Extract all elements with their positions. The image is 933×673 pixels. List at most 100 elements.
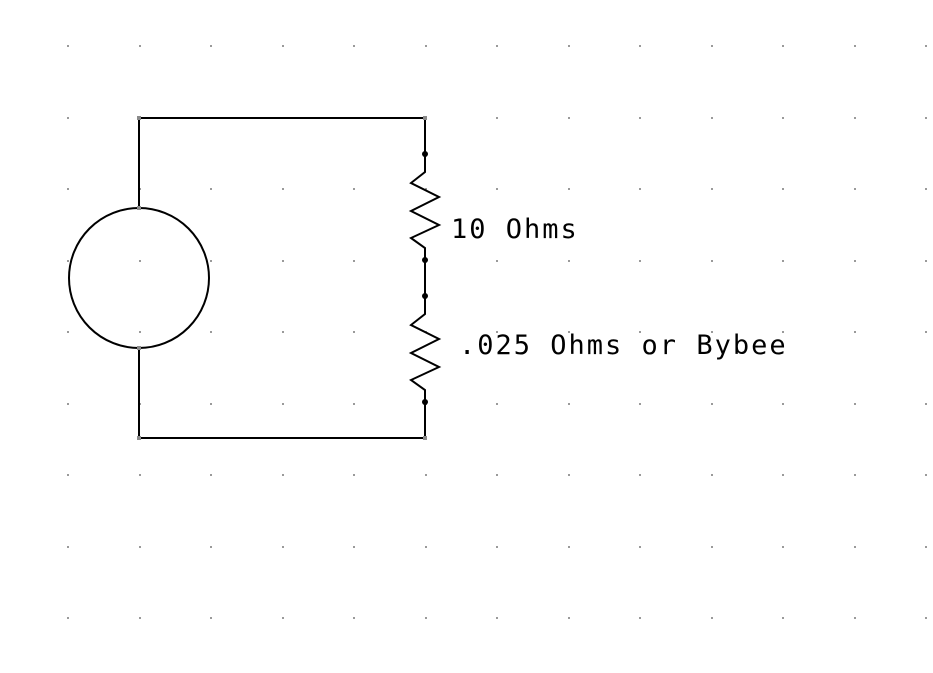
- corner-top-left: [137, 116, 141, 120]
- grid-dot: [711, 117, 713, 119]
- grid-dot: [925, 188, 927, 190]
- grid-dot: [139, 474, 141, 476]
- grid-dot: [925, 117, 927, 119]
- grid-dot: [568, 474, 570, 476]
- grid-dot: [854, 188, 856, 190]
- grid-dot: [282, 546, 284, 548]
- grid-dot: [782, 260, 784, 262]
- grid-dot: [282, 188, 284, 190]
- grid-dot: [282, 617, 284, 619]
- grid-dot: [782, 331, 784, 333]
- grid-dot: [425, 474, 427, 476]
- resistor-top[interactable]: 10 Ohms: [408, 151, 579, 263]
- voltage-source-circle-icon[interactable]: [68, 207, 210, 349]
- grid-dot: [210, 260, 212, 262]
- grid-dot: [353, 45, 355, 47]
- grid-dot: [639, 617, 641, 619]
- grid-dot: [67, 117, 69, 119]
- grid-dot: [639, 546, 641, 548]
- resistor-bottom-label: .025 Ohms or Bybee: [459, 330, 788, 361]
- resistor-zigzag-icon: [408, 296, 442, 402]
- grid-dot: [782, 188, 784, 190]
- resistor-top-pin-upper: [422, 151, 428, 157]
- grid-dot: [568, 117, 570, 119]
- grid-dot: [139, 45, 141, 47]
- grid-dot: [711, 260, 713, 262]
- grid-dot: [711, 45, 713, 47]
- grid-dot: [496, 117, 498, 119]
- grid-dot: [282, 474, 284, 476]
- grid-dot: [639, 117, 641, 119]
- grid-dot: [210, 403, 212, 405]
- corner-top-right: [423, 116, 427, 120]
- grid-dot: [639, 331, 641, 333]
- grid-dot: [496, 617, 498, 619]
- grid-dot: [782, 617, 784, 619]
- grid-dot: [139, 331, 141, 333]
- grid-dot: [210, 331, 212, 333]
- grid-dot: [925, 403, 927, 405]
- grid-dot: [282, 403, 284, 405]
- grid-dot: [925, 474, 927, 476]
- grid-dot: [139, 260, 141, 262]
- grid-dot: [425, 188, 427, 190]
- grid-dot: [711, 188, 713, 190]
- grid-dot: [67, 403, 69, 405]
- grid-dot: [282, 260, 284, 262]
- grid-dot: [496, 546, 498, 548]
- grid-dot: [639, 45, 641, 47]
- grid-dot: [282, 45, 284, 47]
- resistor-bottom[interactable]: .025 Ohms or Bybee: [408, 293, 788, 405]
- grid-dot: [425, 546, 427, 548]
- grid-dot: [67, 188, 69, 190]
- grid-dot: [568, 45, 570, 47]
- grid-dot: [854, 474, 856, 476]
- grid-dot: [782, 117, 784, 119]
- grid-dot: [854, 45, 856, 47]
- grid-dot: [639, 474, 641, 476]
- grid-dot: [67, 617, 69, 619]
- grid-dot: [711, 474, 713, 476]
- grid-dot: [353, 260, 355, 262]
- grid-dot: [282, 331, 284, 333]
- grid-dot: [210, 474, 212, 476]
- grid-dot: [67, 474, 69, 476]
- grid-dot: [353, 403, 355, 405]
- grid-dot: [353, 617, 355, 619]
- grid-dot: [568, 403, 570, 405]
- grid-dot: [854, 617, 856, 619]
- resistor-top-label: 10 Ohms: [451, 214, 579, 245]
- grid-dot: [854, 546, 856, 548]
- grid-dot: [782, 474, 784, 476]
- grid-dot: [854, 260, 856, 262]
- corner-bottom-left: [137, 436, 141, 440]
- grid-dot: [711, 403, 713, 405]
- grid-dot: [854, 331, 856, 333]
- grid-dot: [925, 617, 927, 619]
- grid-dot: [568, 188, 570, 190]
- grid-dot: [353, 331, 355, 333]
- grid-dot: [496, 188, 498, 190]
- grid-dot: [67, 546, 69, 548]
- grid-dot: [67, 45, 69, 47]
- grid-dot: [568, 617, 570, 619]
- grid-dot: [210, 546, 212, 548]
- grid-dot: [711, 546, 713, 548]
- grid-dot: [496, 474, 498, 476]
- grid-dot: [139, 546, 141, 548]
- grid-dot: [711, 617, 713, 619]
- grid-dot: [568, 260, 570, 262]
- grid-dot: [639, 403, 641, 405]
- source-terminal-bottom: [137, 346, 141, 350]
- grid-dot: [854, 403, 856, 405]
- grid-dot: [67, 331, 69, 333]
- grid-dot: [782, 45, 784, 47]
- grid-dot: [782, 403, 784, 405]
- grid-dot: [425, 45, 427, 47]
- grid-dot: [568, 546, 570, 548]
- grid-dot: [568, 331, 570, 333]
- source-terminal-top: [137, 206, 141, 210]
- resistor-top-pin-lower: [422, 257, 428, 263]
- grid-dot: [925, 45, 927, 47]
